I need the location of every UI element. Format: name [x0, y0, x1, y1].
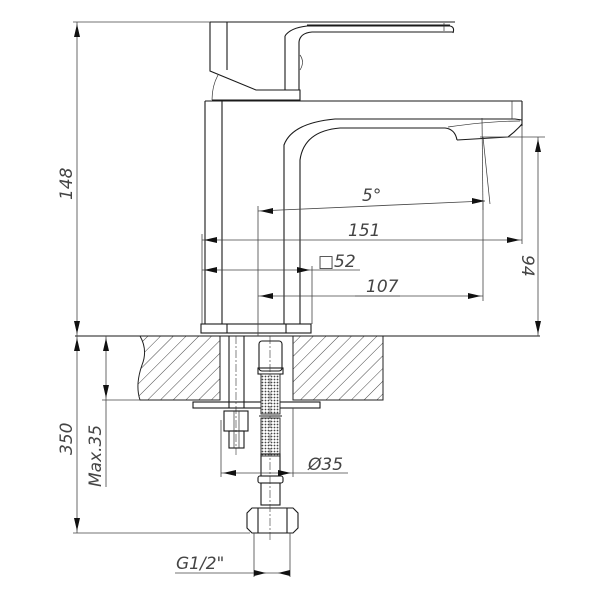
- dimension-lines: [73, 21, 545, 577]
- dim-label-94: 94: [517, 255, 537, 277]
- faucet-body: [200, 21, 523, 334]
- mounting-hardware: [192, 336, 321, 455]
- dim-label-148: 148: [57, 167, 77, 200]
- countertop-section: [75, 335, 540, 401]
- dim-label-52: □52: [318, 252, 356, 272]
- dim-label-g12: G1/2": [176, 554, 224, 574]
- flexible-hose: [246, 336, 299, 540]
- dim-label-angle: 5°: [362, 186, 381, 206]
- dim-label-diameter35: Ø35: [307, 455, 343, 475]
- dim-label-350: 350: [57, 423, 77, 455]
- dim-label-151: 151: [348, 221, 380, 241]
- dim-label-max35: Max.35: [86, 425, 106, 487]
- dim-label-107: 107: [366, 277, 399, 297]
